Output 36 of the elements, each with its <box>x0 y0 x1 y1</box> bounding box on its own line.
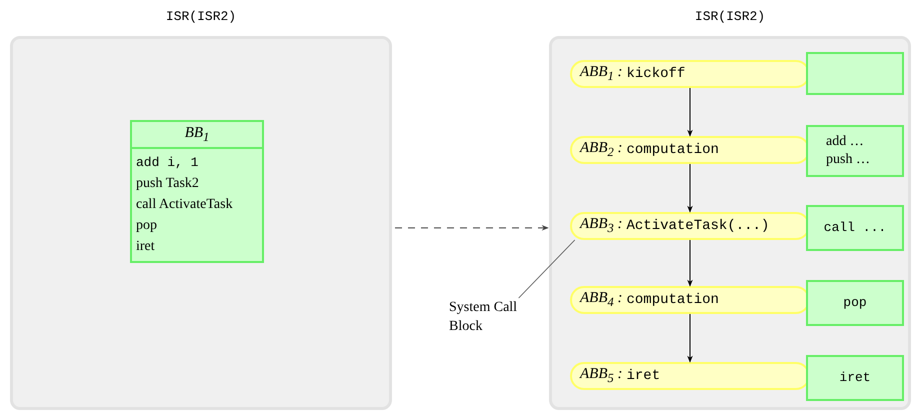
block-label: ActivateTask(...) <box>626 218 770 234</box>
block-label: kickoff <box>626 66 686 82</box>
panel-title: ISR(ISR2) <box>164 9 238 24</box>
instruction-text: pop <box>135 217 158 235</box>
instruction-text: pop <box>842 294 868 312</box>
block-name: ABB$_{3}$ : <box>580 216 622 236</box>
instruction-text: push … <box>825 151 871 169</box>
panel-title: ISR(ISR2) <box>694 9 766 24</box>
instruction-text: iret <box>838 369 872 387</box>
block-name: ABB$_{1}$ : <box>580 64 622 84</box>
code-box <box>806 125 904 177</box>
block-label: computation <box>626 142 719 158</box>
block-name: ABB$_{2}$ : <box>580 140 622 160</box>
block-title: BB$_{1}$ <box>132 122 262 149</box>
instruction-text: iret <box>135 238 156 256</box>
block-label: iret <box>626 368 660 384</box>
block-name: ABB$_{5}$ : <box>580 366 622 386</box>
block-name: ABB$_{4}$ : <box>580 290 622 310</box>
code-box <box>806 205 904 251</box>
block-label: computation <box>626 292 719 308</box>
code-box <box>806 52 904 95</box>
arrow <box>687 240 693 287</box>
code-box <box>806 355 904 401</box>
arrow <box>687 314 693 363</box>
code-box <box>806 280 904 326</box>
arrow <box>687 164 693 213</box>
leader-line <box>518 240 576 298</box>
instruction-text: add … <box>825 133 865 151</box>
arrow <box>687 88 693 137</box>
instruction-text: add i, 1 <box>135 154 200 172</box>
annotation-text: System Call Block <box>449 298 531 342</box>
instruction-text: call ActivateTask <box>135 196 234 214</box>
instruction-text: push Task2 <box>135 175 200 193</box>
code-block <box>130 120 264 263</box>
instruction-text: call ... <box>822 219 888 237</box>
dashed-arrow <box>394 225 549 231</box>
